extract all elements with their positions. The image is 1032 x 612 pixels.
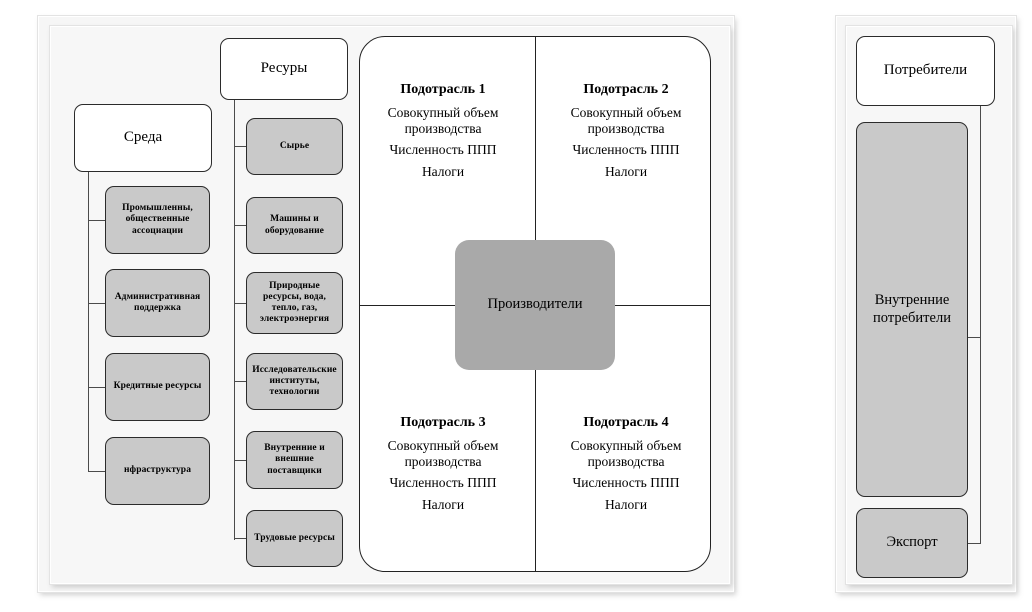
consumers-trunk-line bbox=[980, 106, 981, 543]
quadrant-subsector-2[interactable]: Подотрасль 2 Совокупный объем производст… bbox=[542, 82, 710, 179]
quadrant-2-line-1: Совокупный объем производства bbox=[570, 105, 682, 136]
resources-stub-5 bbox=[234, 460, 248, 461]
quadrant-3-line-2: Численность ППП bbox=[389, 475, 497, 491]
node-resource-item-3[interactable]: Природные ресурсы, вода, тепло, газ, эле… bbox=[246, 272, 343, 334]
quadrant-subsector-3[interactable]: Подотрасль 3 Совокупный объем производст… bbox=[359, 415, 527, 512]
environment-stub-1 bbox=[88, 220, 105, 221]
quadrant-1-title: Подотрасль 1 bbox=[400, 82, 486, 97]
resources-trunk-line bbox=[234, 100, 235, 540]
quadrant-2-line-3: Налоги bbox=[604, 163, 648, 179]
environment-stub-4 bbox=[88, 471, 105, 472]
quadrant-4-line-2: Численность ППП bbox=[572, 475, 680, 491]
quadrant-subsector-1[interactable]: Подотрасль 1 Совокупный объем производст… bbox=[359, 82, 527, 179]
node-export-label: Экспорт bbox=[886, 534, 938, 551]
node-consumers-header-label: Потребители bbox=[883, 62, 968, 79]
quadrant-subsector-4[interactable]: Подотрасль 4 Совокупный объем производст… bbox=[542, 415, 710, 512]
node-internal-consumers[interactable]: Внутренние потребители bbox=[856, 122, 968, 497]
node-producers-center[interactable]: Производители bbox=[455, 240, 615, 370]
node-internal-consumers-label: Внутренние потребители bbox=[873, 292, 951, 326]
resources-stub-2 bbox=[234, 225, 248, 226]
resources-stub-3 bbox=[234, 303, 248, 304]
environment-stub-3 bbox=[88, 387, 105, 388]
quadrant-1-line-3: Налоги bbox=[421, 163, 465, 179]
quadrant-3-line-1: Совокупный объем производства bbox=[387, 438, 499, 469]
resources-stub-6 bbox=[234, 538, 248, 539]
quadrant-1-line-2: Численность ППП bbox=[389, 142, 497, 158]
node-environment-item-4[interactable]: нфраструктура bbox=[105, 437, 210, 505]
node-resource-item-2[interactable]: Машины и оборудование bbox=[246, 197, 343, 254]
node-environment-item-1[interactable]: Промышленны, общественные ассоциации bbox=[105, 186, 210, 254]
node-environment-item-4-label: нфраструктура bbox=[123, 465, 192, 476]
consumers-stub-1 bbox=[968, 337, 981, 338]
quadrant-4-line-1: Совокупный объем производства bbox=[570, 438, 682, 469]
quadrant-3-title: Подотрасль 3 bbox=[400, 415, 486, 430]
quadrant-4-title: Подотрасль 4 bbox=[583, 415, 669, 430]
node-environment-item-3-label: Кредитные ресурсы bbox=[113, 381, 202, 392]
node-resource-item-6-label: Трудовые ресурсы bbox=[254, 532, 335, 543]
node-resource-item-3-label: Природные ресурсы, вода, тепло, газ, эле… bbox=[259, 280, 330, 325]
node-resource-item-4-label: Исследовательские институты, технологии bbox=[252, 364, 337, 398]
node-resource-item-4[interactable]: Исследовательские институты, технологии bbox=[246, 353, 343, 410]
environment-stub-2 bbox=[88, 303, 105, 304]
node-resources-header[interactable]: Ресуры bbox=[220, 38, 348, 100]
node-environment-item-2[interactable]: Административная поддержка bbox=[105, 269, 210, 337]
node-producers-center-label: Производители bbox=[487, 296, 583, 313]
node-environment-item-2-label: Административная поддержка bbox=[114, 291, 201, 313]
quadrant-2-title: Подотрасль 2 bbox=[583, 82, 669, 97]
node-resources-header-label: Ресуры bbox=[260, 60, 308, 77]
node-resource-item-1-label: Сырье bbox=[279, 140, 310, 151]
environment-trunk-line bbox=[88, 172, 89, 472]
node-environment-item-1-label: Промышленны, общественные ассоциации bbox=[122, 203, 193, 236]
node-resource-item-5-label: Внутренние и внешние поставщики bbox=[264, 443, 325, 476]
quadrant-4-line-3: Налоги bbox=[604, 496, 648, 512]
consumers-stub-2 bbox=[968, 543, 981, 544]
node-environment-header-label: Среда bbox=[123, 129, 163, 146]
node-resource-item-2-label: Машины и оборудование bbox=[265, 214, 324, 236]
node-consumers-header[interactable]: Потребители bbox=[856, 36, 995, 106]
node-environment-header[interactable]: Среда bbox=[74, 104, 212, 172]
resources-stub-4 bbox=[234, 381, 248, 382]
node-resource-item-1[interactable]: Сырье bbox=[246, 118, 343, 175]
node-resource-item-5[interactable]: Внутренние и внешние поставщики bbox=[246, 431, 343, 489]
quadrant-2-line-2: Численность ППП bbox=[572, 142, 680, 158]
node-resource-item-6[interactable]: Трудовые ресурсы bbox=[246, 510, 343, 567]
quadrant-3-line-3: Налоги bbox=[421, 496, 465, 512]
quadrant-1-line-1: Совокупный объем производства bbox=[387, 105, 499, 136]
node-export[interactable]: Экспорт bbox=[856, 508, 968, 578]
resources-stub-1 bbox=[234, 146, 248, 147]
node-environment-item-3[interactable]: Кредитные ресурсы bbox=[105, 353, 210, 421]
